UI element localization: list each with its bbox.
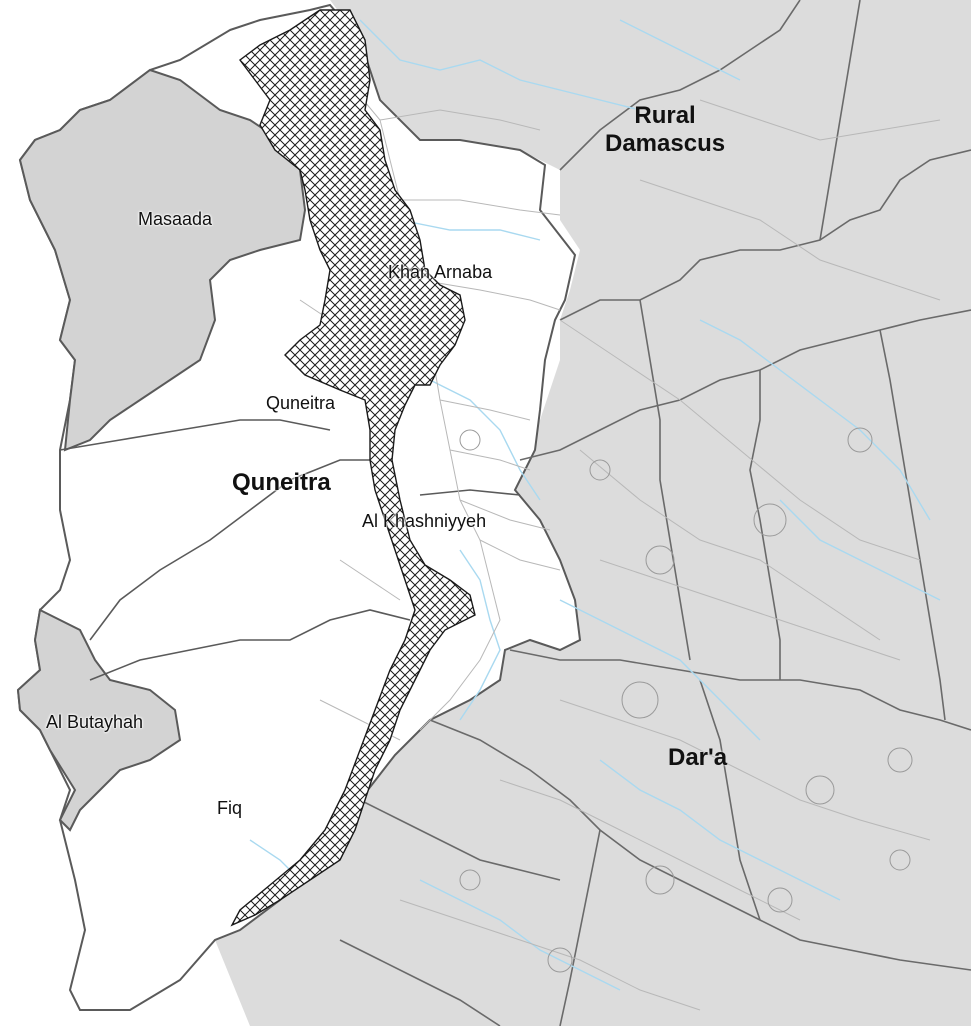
neighbor-region-fill [215,0,971,1026]
fiq-label: Fiq [217,798,243,818]
settlements [459,427,913,973]
rural-damascus-label: Rural Damascus [605,104,725,156]
neighbor-borders [339,0,971,1026]
quneitra-governorate-label: Quneitra [232,471,331,495]
rural-damascus-label-line1: Rural [634,102,696,129]
masaada-label: Masaada [138,209,213,229]
masaada-subdistrict[interactable] [18,68,307,452]
quneitra-governorate-label-text: Quneitra [232,469,331,496]
quneitra-subdistrict-label: Quneitra [266,393,336,413]
daraa-governorate-label-text: Dar'a [668,744,728,771]
hatched-zone[interactable] [230,9,476,927]
roads [299,59,941,1011]
rural-damascus-label-line2: Damascus [605,130,726,157]
al-khashniyyeh-label: Al Khashniyyeh [362,511,487,531]
al-butayhah-subdistrict[interactable] [16,608,182,832]
subdistrict-borders [59,419,521,681]
al-butayhah-label: Al Butayhah [46,712,144,732]
khan-arnaba-label: Khan Arnaba [388,262,493,282]
daraa-governorate-label: Dar'a [668,746,727,770]
